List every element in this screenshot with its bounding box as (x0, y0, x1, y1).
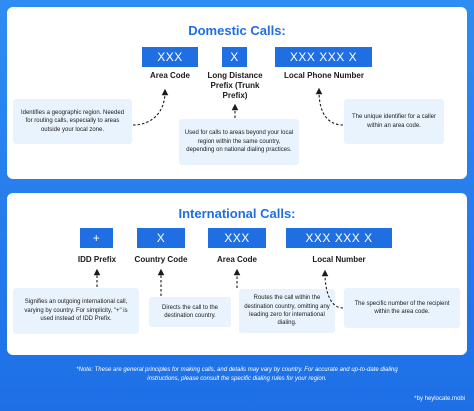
international-area-code-box: XXX (208, 228, 266, 248)
international-local-number-label: Local Number (312, 255, 366, 264)
international-country-code-description: Directs the call to the destination coun… (149, 297, 231, 327)
international-idd-prefix-description: Signifies an outgoing international call… (13, 288, 139, 334)
international-idd-prefix-label: IDD Prefix (77, 255, 117, 264)
domestic-trunk-prefix-label: Long Distance Prefix (Trunk Prefix) (207, 71, 263, 100)
international-calls-panel: International Calls: + X XXX XXX XXX X I… (7, 193, 467, 355)
international-local-number-description: The specific number of the recipient wit… (344, 288, 460, 328)
domestic-calls-panel: Domestic Calls: XXX X XXX XXX X Area Cod… (7, 7, 467, 179)
domestic-area-code-arrow (132, 88, 169, 126)
domestic-title: Domestic Calls: (188, 23, 286, 38)
international-country-code-label: Country Code (134, 255, 188, 264)
domestic-local-number-description: The unique identifier for a caller withi… (344, 99, 444, 144)
domestic-trunk-prefix-box: X (222, 47, 247, 67)
domestic-local-number-label: Local Phone Number (283, 71, 364, 80)
international-area-code-description: Routes the call within the destination c… (239, 289, 335, 333)
domestic-local-number-arrow (315, 87, 344, 126)
international-title: International Calls: (178, 206, 296, 221)
international-idd-prefix-box: + (80, 228, 113, 248)
international-country-code-box: X (137, 228, 185, 248)
domestic-trunk-prefix-description: Used for calls to areas beyond your loca… (179, 119, 299, 165)
international-local-number-box: XXX XXX X (286, 228, 392, 248)
domestic-area-code-description: Identifies a geographic region. Needed f… (13, 99, 132, 144)
domestic-area-code-box: XXX (142, 47, 198, 67)
international-area-code-label: Area Code (216, 255, 257, 264)
domestic-area-code-label: Area Code (149, 71, 190, 80)
footnote: *Note: These are general principles for … (76, 367, 398, 382)
domestic-local-number-box: XXX XXX X (275, 47, 372, 67)
credit: *by heylocate.mobi (414, 396, 465, 402)
